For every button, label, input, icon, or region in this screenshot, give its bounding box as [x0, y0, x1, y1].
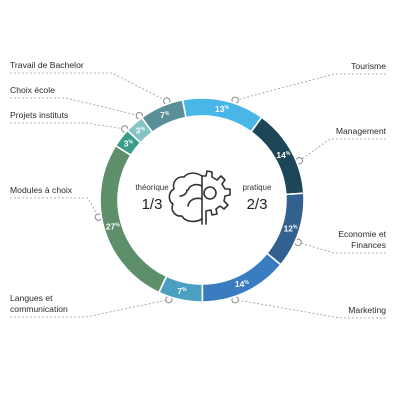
- category-label: Marketing: [348, 305, 386, 315]
- brain-gear-icon: [168, 170, 231, 225]
- segment-value-label: 12%: [284, 223, 298, 233]
- donut-segment: [181, 97, 263, 133]
- segment-value-label: 14%: [276, 150, 290, 160]
- practice-label: pratique: [243, 183, 272, 192]
- label-leader-line: [297, 241, 386, 254]
- category-label: Modules à choix: [10, 185, 73, 195]
- segment-value-label: 3%: [124, 138, 134, 148]
- label-leader-line: [10, 299, 169, 318]
- category-label: Choix école: [10, 85, 55, 95]
- label-leader-line: [235, 299, 386, 319]
- segment-value-label: 3%: [136, 125, 146, 135]
- label-leader-line: [299, 138, 386, 161]
- segment-value-labels: 13% 14% 12% 14% 7% 27% 3%3% 7%: [106, 104, 298, 296]
- segment-value-label: 7%: [160, 110, 170, 120]
- category-label: Tourisme: [351, 61, 386, 71]
- center-content: théorique 1/3 pratique 2/3: [135, 170, 272, 225]
- label-leader-line: [10, 97, 140, 117]
- label-leader-line: [10, 122, 125, 130]
- donut-segment: [99, 144, 168, 294]
- donut-segment: [201, 252, 282, 303]
- donut-segments: [99, 97, 305, 303]
- category-label: Travail de Bachelor: [10, 60, 84, 70]
- segment-value-label: 27%: [106, 221, 120, 231]
- label-leader-line: [10, 197, 99, 218]
- label-leader-line: [235, 73, 386, 101]
- theory-label: théorique: [135, 183, 169, 192]
- label-leader-line: [10, 72, 167, 102]
- donut-segment: [140, 98, 187, 134]
- theory-fraction: 1/3: [142, 196, 163, 213]
- category-label: Projets instituts: [10, 110, 68, 120]
- segment-value-label: 13%: [215, 104, 229, 114]
- segment-value-label: 7%: [177, 286, 187, 296]
- label-leaders: [10, 72, 386, 319]
- category-label: Management: [336, 126, 387, 136]
- practice-fraction: 2/3: [247, 196, 268, 213]
- segment-value-label: 14%: [235, 279, 249, 289]
